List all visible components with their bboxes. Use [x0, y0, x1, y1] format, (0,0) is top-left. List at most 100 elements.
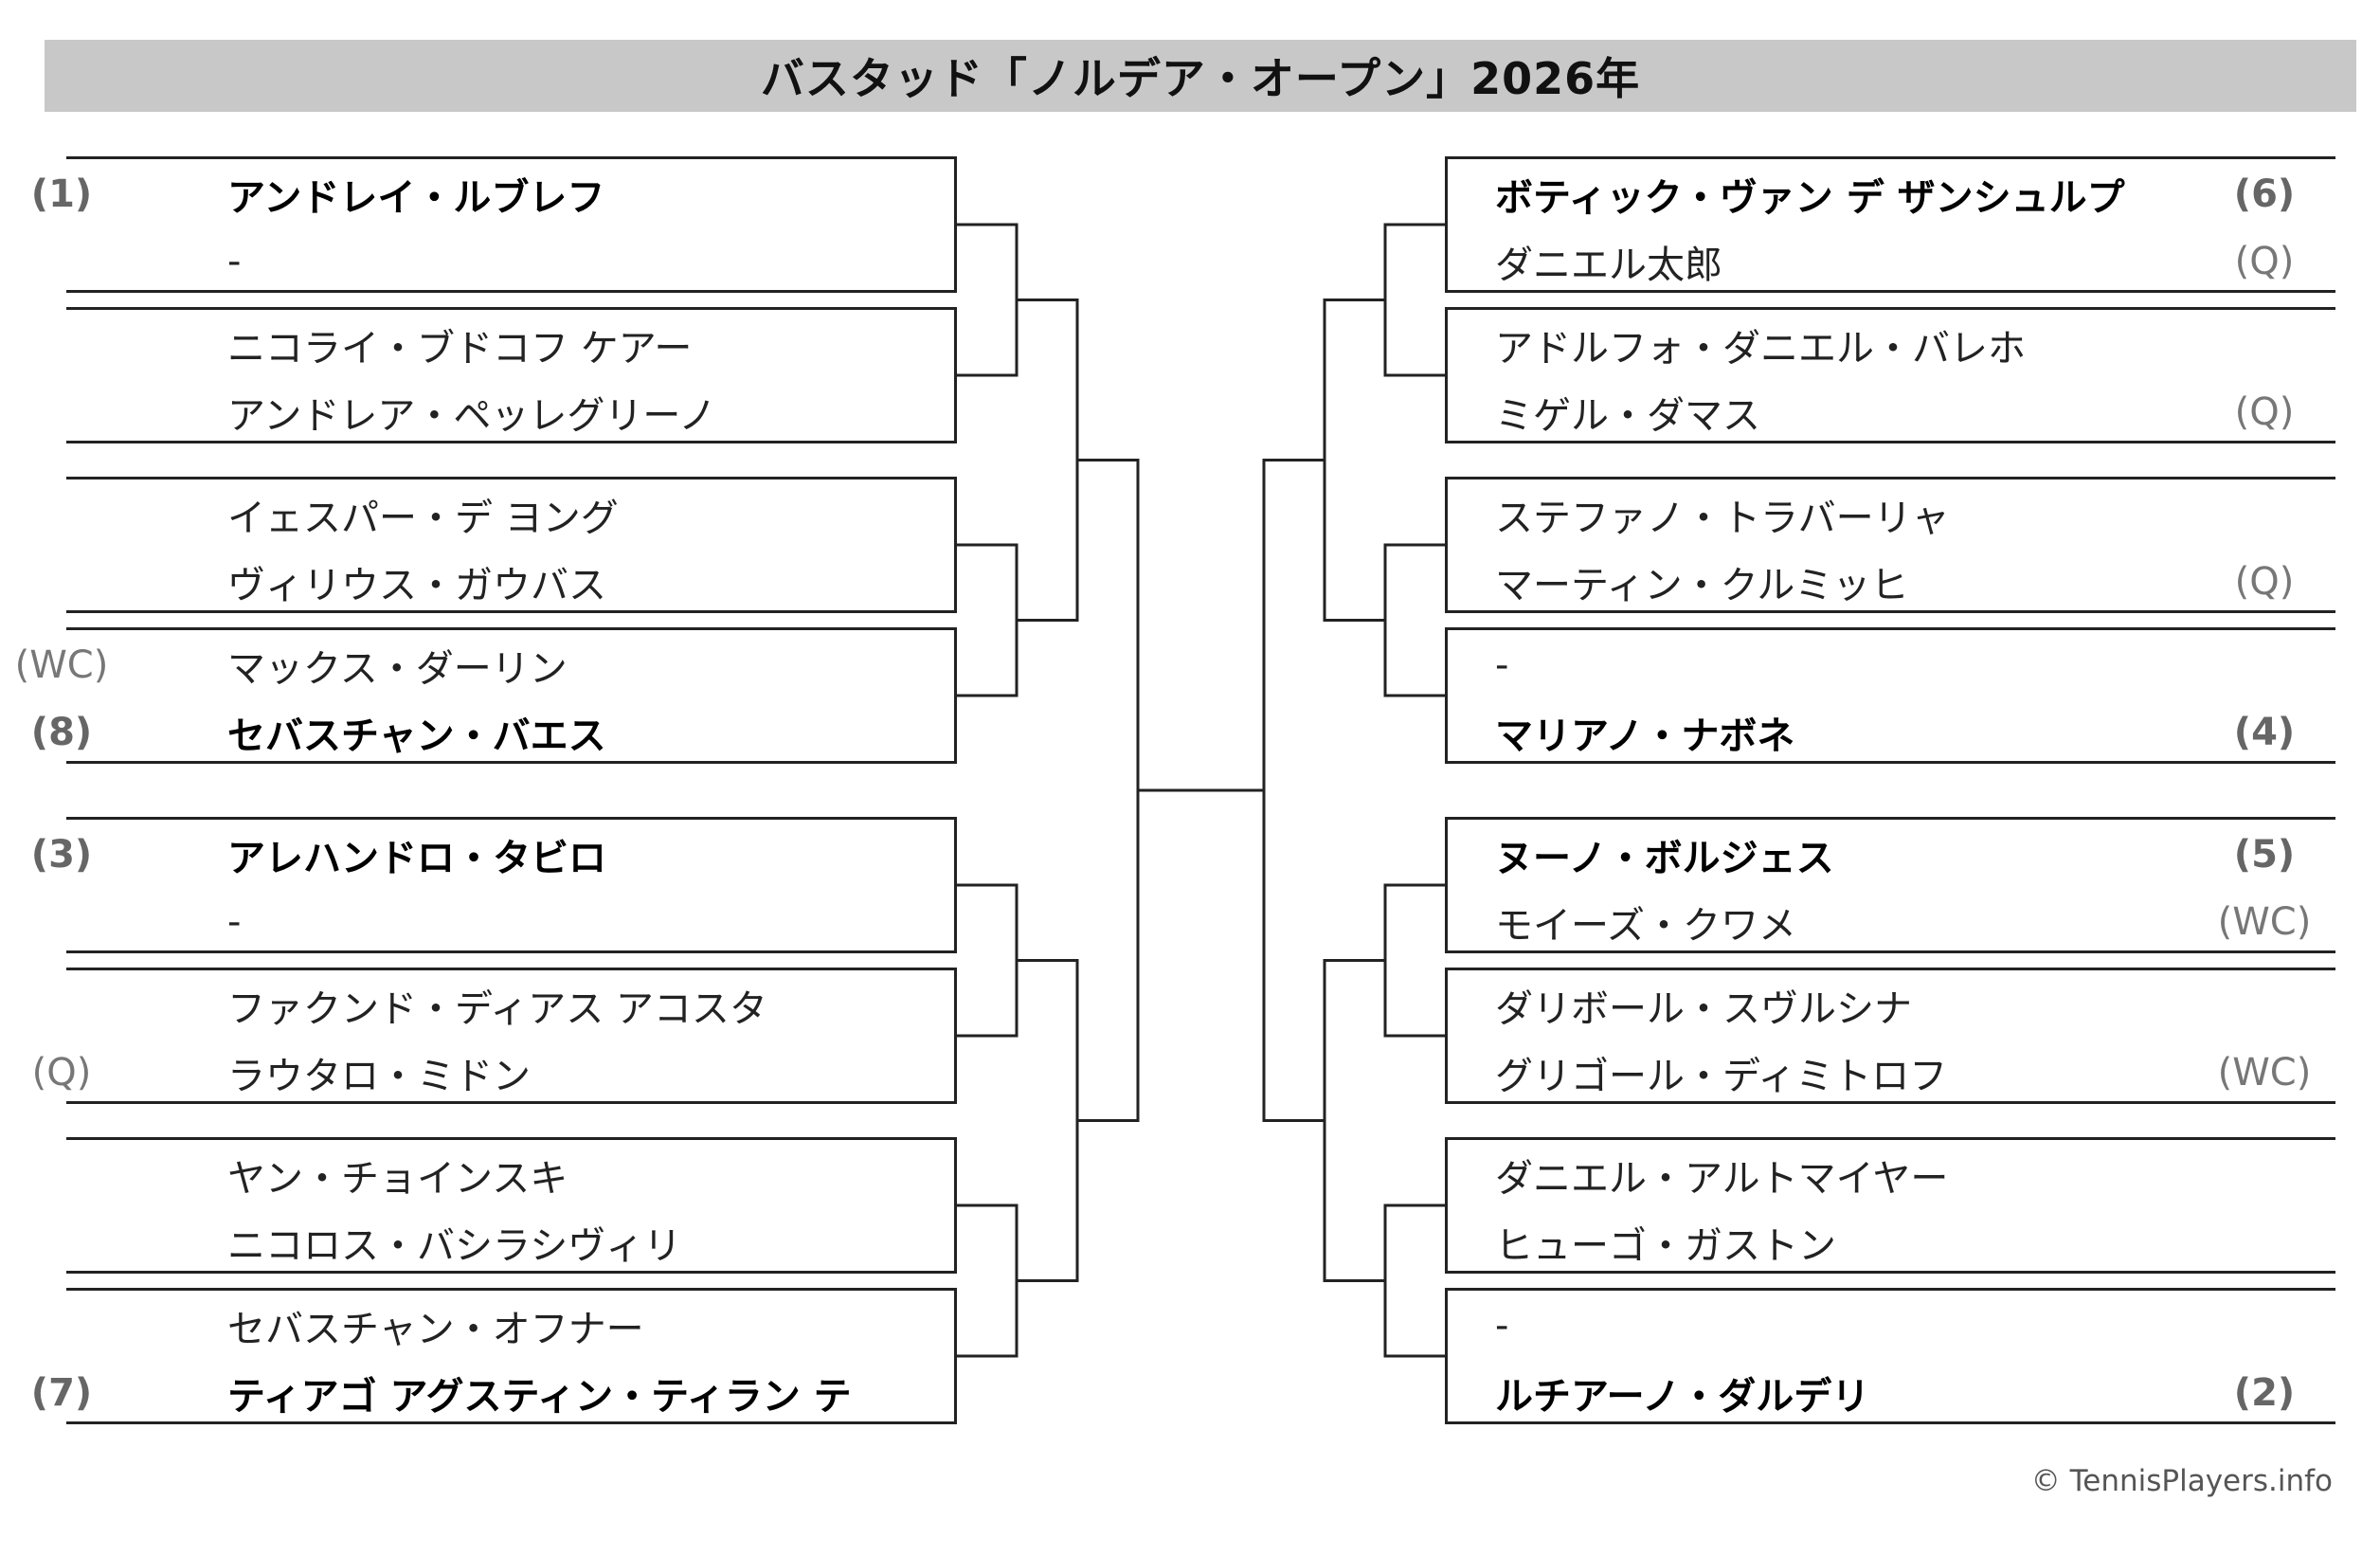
player-name: ヴィリウス・ガウバス	[227, 564, 606, 607]
player-seed: (WC)	[14, 643, 109, 687]
player-row: イェスパー・デ ヨング	[66, 481, 954, 548]
bracket-connector	[1262, 459, 1325, 1122]
player-row: (4) マリアノ・ナボネ	[1448, 699, 2335, 766]
player-name: セバスチャン・オフナー	[227, 1308, 644, 1351]
left-match-box: (3) アレハンドロ・タビロ -	[31, 817, 957, 955]
player-seed: (4)	[2233, 711, 2296, 754]
left-match-box: イェスパー・デ ヨングヴィリウス・ガウバス	[66, 477, 957, 613]
player-row: ステファノ・トラバーリャ	[1448, 481, 2335, 548]
player-name: ボティック・ヴァン デ ザンシュルプ	[1495, 176, 2125, 220]
title-bar: バスタッド「ノルデア・オープン」2026年	[45, 40, 2356, 112]
player-name: ミゲル・ダマス	[1495, 394, 1760, 438]
player-name: -	[227, 900, 242, 944]
player-name: マリアノ・ナボネ	[1495, 715, 1795, 758]
player-name: マーティン・クルミッヒ	[1495, 564, 1909, 607]
player-row: -	[66, 228, 954, 295]
bracket-connector	[1017, 299, 1079, 622]
player-name: -	[1495, 1304, 1509, 1348]
right-match-box: - (4) マリアノ・ナボネ	[1445, 627, 2335, 764]
player-seed: (3)	[30, 833, 93, 877]
player-name: ダニエル・アルトマイヤー	[1495, 1157, 1949, 1201]
player-name: ヌーノ・ボルジェス	[1495, 837, 1834, 880]
bracket-connector	[1383, 1203, 1445, 1358]
player-row: -	[66, 889, 954, 955]
player-row: (7) ティアゴ アグスティン・ティラン テ	[31, 1360, 954, 1426]
player-row: -	[1448, 1293, 2335, 1359]
player-row: (3) アレハンドロ・タビロ	[31, 822, 954, 888]
player-name: アンドレア・ペッレグリーノ	[227, 394, 716, 438]
player-row: (WC)グリゴール・ディミトロフ	[1448, 1040, 2335, 1106]
player-seed: (5)	[2233, 833, 2296, 877]
player-seed: (Q)	[31, 1051, 92, 1095]
player-row: アドルフォ・ダニエル・バレホ	[1448, 312, 2335, 378]
player-seed: (6)	[2233, 172, 2296, 216]
player-name: ティアゴ アグスティン・ティラン テ	[227, 1375, 852, 1419]
player-name: モイーズ・クワメ	[1495, 904, 1796, 948]
player-name: ニコロス・バシラシヴィリ	[227, 1224, 682, 1268]
left-match-box: セバスチャン・オフナー (7) ティアゴ アグスティン・ティラン テ	[31, 1288, 957, 1426]
player-seed: (1)	[30, 172, 93, 216]
player-seed: (Q)	[2234, 390, 2295, 434]
player-name: ダリボール・スヴルシナ	[1495, 987, 1912, 1031]
right-match-box: - (2)ルチアーノ・ダルデリ	[1445, 1288, 2335, 1424]
right-match-box: ダニエル・アルトマイヤーヒューゴ・ガストン	[1445, 1137, 2335, 1274]
player-row: (Q) マーティン・クルミッヒ	[1448, 549, 2335, 615]
left-match-box: (1) アンドレイ・ルブレフ -	[31, 156, 957, 295]
player-row: アンドレア・ペッレグリーノ	[66, 379, 954, 445]
player-name: ファクンド・ディアス アコスタ	[227, 987, 767, 1031]
bracket-connector	[1383, 883, 1445, 1038]
player-row: ニコロス・バシラシヴィリ	[66, 1209, 954, 1276]
right-match-box: ステファノ・トラバーリャ (Q) マーティン・クルミッヒ	[1445, 477, 2335, 613]
player-row: (2)ルチアーノ・ダルデリ	[1448, 1360, 2335, 1426]
bracket-connector	[1077, 459, 1140, 1122]
right-match-box: ダリボール・スヴルシナ (WC)グリゴール・ディミトロフ	[1445, 968, 2335, 1104]
bracket-connector	[1017, 959, 1079, 1282]
player-row: (6) ボティック・ヴァン デ ザンシュルプ	[1448, 161, 2335, 227]
player-name: ヒューゴ・ガストン	[1495, 1224, 1836, 1268]
player-name: ダニエル太郎	[1495, 244, 1722, 287]
left-match-box: ヤン・チョインスキニコロス・バシラシヴィリ	[66, 1137, 957, 1274]
player-name: -	[1495, 643, 1509, 687]
player-row: (WC) モイーズ・クワメ	[1448, 889, 2335, 955]
player-row: ヴィリウス・ガウバス	[66, 549, 954, 615]
player-seed: (WC)	[2217, 1051, 2312, 1095]
player-row: ヒューゴ・ガストン	[1448, 1209, 2335, 1276]
player-row: ダリボール・スヴルシナ	[1448, 972, 2335, 1039]
player-name: アレハンドロ・タビロ	[227, 837, 606, 880]
player-name: -	[227, 240, 242, 283]
player-name: イェスパー・デ ヨング	[227, 497, 619, 540]
player-seed: (WC)	[2217, 900, 2312, 944]
player-name: セバスチャン・バエス	[227, 715, 606, 758]
player-row: ヤン・チョインスキ	[66, 1142, 954, 1208]
player-seed: (7)	[30, 1371, 93, 1415]
player-row: (Q)ダニエル太郎	[1448, 228, 2335, 295]
right-match-box: (5) ヌーノ・ボルジェス (WC) モイーズ・クワメ	[1445, 817, 2335, 953]
player-row: (Q) ラウタロ・ミドン	[32, 1040, 954, 1106]
player-row: ニコライ・ブドコフ ケアー	[66, 312, 954, 378]
player-row: (1) アンドレイ・ルブレフ	[31, 161, 954, 227]
player-name: ラウタロ・ミドン	[227, 1055, 531, 1098]
player-row: セバスチャン・オフナー	[66, 1293, 954, 1359]
bracket-connector	[957, 223, 1019, 377]
player-row: ダニエル・アルトマイヤー	[1448, 1142, 2335, 1208]
player-seed: (Q)	[2234, 560, 2295, 604]
player-row: (WC)マックス・ダーリン	[15, 632, 954, 698]
left-match-box: ファクンド・ディアス アコスタ (Q) ラウタロ・ミドン	[32, 968, 957, 1106]
player-name: アドルフォ・ダニエル・バレホ	[1495, 327, 2026, 371]
bracket-connector	[1323, 299, 1385, 622]
player-name: ニコライ・ブドコフ ケアー	[227, 327, 693, 371]
bracket-connector	[1383, 223, 1445, 377]
player-row: -	[1448, 632, 2335, 698]
left-match-box: (WC)マックス・ダーリン(8)セバスチャン・バエス	[15, 627, 957, 766]
bracket-connector	[957, 1203, 1019, 1358]
right-match-box: (6) ボティック・ヴァン デ ザンシュルプ (Q)ダニエル太郎	[1445, 156, 2335, 293]
player-row: ファクンド・ディアス アコスタ	[66, 972, 954, 1039]
player-name: ヤン・チョインスキ	[227, 1157, 568, 1201]
copyright-footer: © TennisPlayers.info	[2030, 1464, 2333, 1498]
page-title: バスタッド「ノルデア・オープン」2026年	[760, 53, 1641, 104]
player-name: アンドレイ・ルブレフ	[227, 176, 605, 220]
player-row: (8)セバスチャン・バエス	[31, 699, 954, 766]
bracket-connector	[957, 883, 1019, 1038]
bracket-connector	[1383, 543, 1445, 697]
